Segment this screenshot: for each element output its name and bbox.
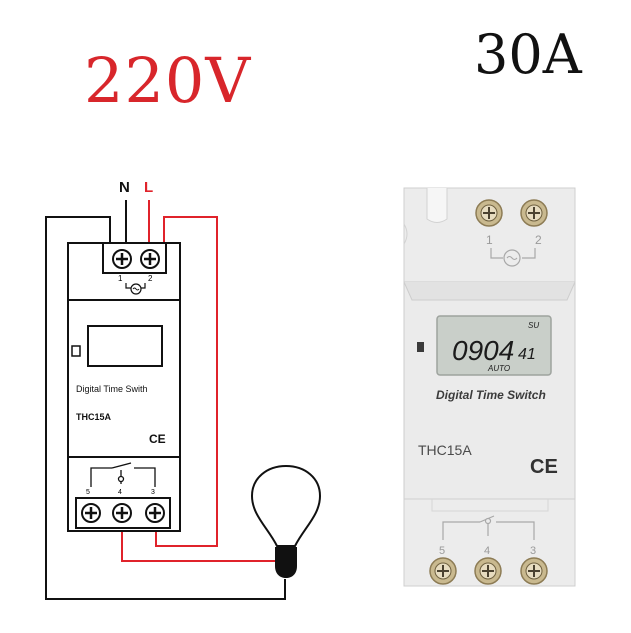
lcd-seconds: 41 xyxy=(518,346,536,363)
terminal-1-number: 1 xyxy=(118,274,123,283)
photo-terminal-2-screw xyxy=(520,199,548,227)
wiring-diagram: 1 2 N L Digital Time Swith THC15A CE xyxy=(45,179,322,600)
indicator-square xyxy=(71,345,81,357)
status-led xyxy=(417,342,424,352)
terminal-3-screw xyxy=(145,503,165,523)
top-terminals: 1 2 xyxy=(102,242,167,295)
lcd-mode: AUTO xyxy=(487,364,510,373)
display-window xyxy=(87,325,163,367)
lcd-time: 0904 xyxy=(452,335,514,366)
terminal-4-number: 4 xyxy=(118,489,122,496)
neutral-label: N xyxy=(119,179,130,196)
photo-terminal-5-number: 5 xyxy=(439,545,445,557)
current-rating: 30A xyxy=(474,23,582,86)
photo-ac-symbol xyxy=(490,248,536,259)
photo-terminal-2-number: 2 xyxy=(535,233,542,247)
photo-terminal-1-number: 1 xyxy=(486,233,493,247)
photo-relay-symbol xyxy=(442,515,535,540)
photo-terminal-1-screw xyxy=(475,199,503,227)
photo-terminal-4-screw xyxy=(474,557,502,585)
photo-terminal-3-number: 3 xyxy=(530,545,536,557)
photo-terminal-4-number: 4 xyxy=(484,545,490,557)
terminal-3-number: 3 xyxy=(151,489,155,496)
photo-terminal-3-screw xyxy=(520,557,548,585)
light-bulb-icon xyxy=(250,464,322,578)
device-label: Digital Time Swith xyxy=(76,384,148,394)
photo-ce-mark: CE xyxy=(530,456,558,478)
voltage-rating: 220V xyxy=(84,44,252,117)
terminal-2-number: 2 xyxy=(148,274,153,283)
lcd-display xyxy=(436,315,552,376)
terminal-4-screw xyxy=(112,503,132,523)
photo-device-label: Digital Time Switch xyxy=(436,388,546,402)
ac-supply-symbol xyxy=(125,283,146,289)
photo-terminal-5-screw xyxy=(429,557,457,585)
photo-model-label: THC15A xyxy=(418,442,472,458)
lcd-day: SU xyxy=(528,321,539,330)
ce-mark: CE xyxy=(149,432,166,446)
terminal-1-screw xyxy=(112,249,132,269)
product-photo: 1 2 0904 41 SU AUTO Digital Time Switch … xyxy=(403,187,576,587)
terminal-5-screw xyxy=(81,503,101,523)
live-label: L xyxy=(144,179,153,196)
black-wire xyxy=(45,200,286,600)
terminal-5-number: 5 xyxy=(86,489,90,496)
model-label: THC15A xyxy=(76,412,112,422)
relay-contacts xyxy=(90,462,156,487)
red-wire xyxy=(121,200,275,562)
bottom-terminals xyxy=(75,497,171,529)
terminal-2-screw xyxy=(140,249,160,269)
